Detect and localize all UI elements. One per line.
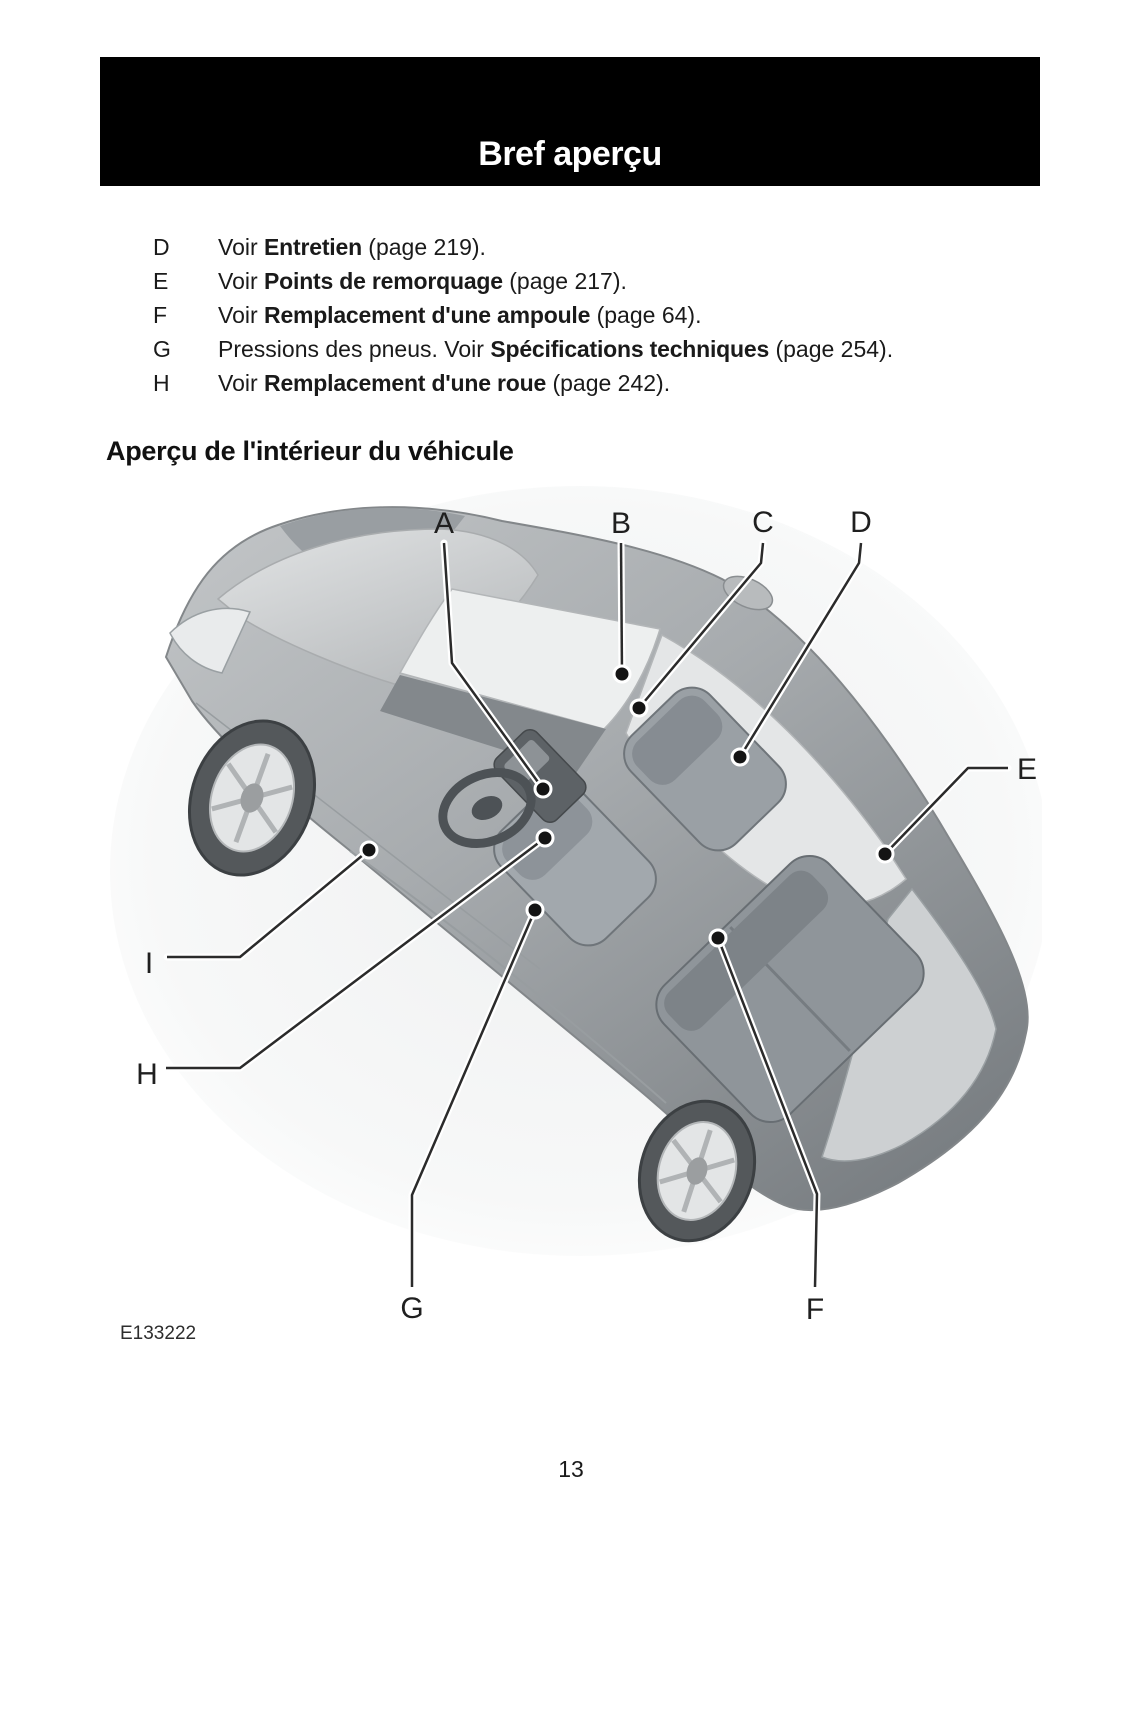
list-item: G Pressions des pneus. Voir Spécificatio… — [100, 332, 1040, 366]
callout-lines — [166, 542, 1008, 1288]
item-text-bold: Points de remorquage — [264, 268, 503, 294]
car-headlight — [169, 607, 252, 674]
list-item: E Voir Points de remorquage (page 217). — [100, 264, 1040, 298]
item-text: Pressions des pneus. Voir Spécifications… — [218, 332, 893, 366]
callout-dot-g — [525, 900, 545, 920]
callout-line-e — [884, 766, 1008, 855]
vehicle-interior-figure: A B C D E F G H I E133222 — [100, 471, 1042, 1346]
item-text-prefix: Voir — [218, 302, 265, 328]
callout-line-h — [166, 837, 546, 1070]
callout-dot-i — [359, 840, 379, 860]
callout-label-f: F — [806, 1293, 824, 1326]
item-text-prefix: Voir — [218, 268, 265, 294]
callout-line-b — [619, 542, 624, 675]
callout-line-i — [167, 849, 370, 959]
callout-labels: A B C D E F G H I — [136, 506, 1037, 1326]
rear-bench-seat — [655, 854, 925, 1124]
callout-label-g: G — [400, 1292, 423, 1325]
item-text: Voir Points de remorquage (page 217). — [218, 264, 627, 298]
callout-label-a: A — [434, 507, 454, 540]
callout-line-g — [410, 909, 537, 1287]
callout-label-c: C — [752, 506, 774, 539]
manual-page: { "header": { "title": "Bref aperçu" }, … — [0, 57, 1142, 1711]
callout-label-d: D — [850, 506, 872, 539]
callout-line-c — [638, 542, 765, 709]
item-text-prefix: Voir — [218, 370, 265, 396]
page-number: 13 — [558, 1456, 584, 1482]
callout-label-h: H — [136, 1058, 158, 1091]
callout-dot-h — [535, 828, 555, 848]
car-side-mirror — [722, 575, 774, 611]
callout-dot-a — [533, 779, 553, 799]
callout-line-a — [442, 542, 545, 790]
figure-code: E133222 — [120, 1323, 196, 1344]
section-heading: Aperçu de l'intérieur du véhicule — [106, 436, 514, 466]
item-text-suffix: (page 254). — [769, 336, 894, 362]
rear-left-wheel — [637, 1099, 757, 1243]
item-text: Voir Remplacement d'une ampoule (page 64… — [218, 298, 701, 332]
item-text-bold: Remplacement d'une roue — [264, 370, 547, 396]
item-text: Voir Remplacement d'une roue (page 242). — [218, 366, 670, 400]
item-text-suffix: (page 219). — [361, 234, 486, 260]
callout-label-e: E — [1017, 753, 1037, 786]
item-text-suffix: (page 64). — [590, 302, 702, 328]
item-text-prefix: Pressions des pneus. Voir — [218, 336, 491, 362]
car-door-seam — [349, 850, 667, 1104]
item-text-bold: Spécifications techniques — [490, 336, 770, 362]
item-text: Voir Entretien (page 219). — [218, 230, 486, 264]
callout-dot-f — [708, 928, 728, 948]
item-text-prefix: Voir — [218, 234, 265, 260]
item-text-bold: Remplacement d'une ampoule — [264, 302, 591, 328]
header-bar: Bref aperçu — [100, 57, 1040, 186]
callout-line-f — [716, 937, 819, 1288]
item-letter: F — [153, 302, 168, 328]
list-item: F Voir Remplacement d'une ampoule (page … — [100, 298, 1040, 332]
item-letter: D — [153, 234, 170, 260]
item-letter: G — [153, 336, 171, 362]
item-letter: H — [153, 370, 170, 396]
callout-dot-b — [612, 664, 632, 684]
callout-dots — [359, 664, 895, 948]
callout-label-b: B — [611, 507, 631, 540]
item-text-suffix: (page 217). — [502, 268, 627, 294]
steering-wheel — [438, 768, 536, 848]
callout-line-d — [738, 542, 863, 758]
callout-dot-c — [629, 698, 649, 718]
front-left-wheel — [187, 719, 317, 877]
item-text-suffix: (page 242). — [546, 370, 671, 396]
vehicle-interior-diagram: A B C D E F G H I E133222 — [110, 486, 1042, 1344]
list-item: H Voir Remplacement d'une roue (page 242… — [100, 366, 1040, 400]
item-letter: E — [153, 268, 169, 294]
front-passenger-seat — [623, 686, 787, 852]
callout-label-i: I — [145, 947, 153, 980]
callout-dot-e — [875, 844, 895, 864]
reference-list: D Voir Entretien (page 219). E Voir Poin… — [100, 230, 1040, 400]
page-title: Bref aperçu — [478, 135, 662, 173]
list-item: D Voir Entretien (page 219). — [100, 230, 1040, 264]
item-text-bold: Entretien — [264, 234, 362, 260]
callout-dot-d — [730, 747, 750, 767]
